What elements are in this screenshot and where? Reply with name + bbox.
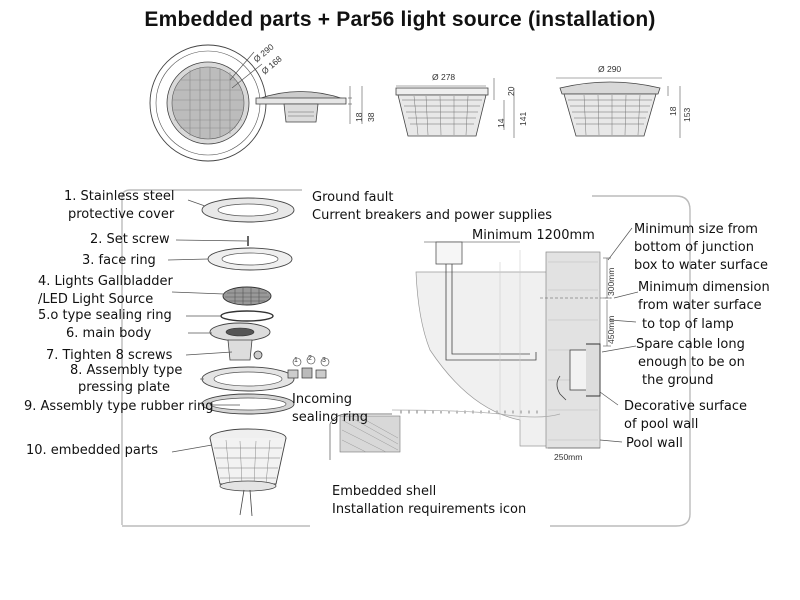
lamp-elevation-290 — [556, 77, 681, 138]
spare-cable-line2: enough to be on — [638, 355, 745, 370]
dim-side-18: 18 — [354, 112, 364, 122]
part-label-2: 2. Set screw — [90, 232, 170, 247]
decorative-surface-line2: of pool wall — [624, 417, 699, 432]
min-dim-line2: from water surface — [638, 298, 762, 313]
part-label-10: 10. embedded parts — [26, 443, 159, 458]
lamp-front-view — [149, 44, 267, 162]
part-label-1b: protective cover — [68, 207, 175, 222]
incoming-label: Incoming — [292, 392, 352, 407]
exploded-view — [201, 197, 330, 517]
part-label-4a: 4. Lights Gallbladder — [38, 274, 173, 289]
breakers-label: Current breakers and power supplies — [312, 208, 552, 223]
part-leader-lines — [167, 199, 248, 453]
part-label-5: 5.o type sealing ring — [38, 308, 172, 323]
part-label-4b: /LED Light Source — [38, 292, 154, 307]
min-dim-line1: Minimum dimension — [638, 280, 770, 295]
sealing-ring-label: sealing ring — [292, 410, 369, 425]
fitting-number-1: 1 — [294, 357, 298, 364]
part-label-8a: 8. Assembly type — [70, 363, 183, 378]
part-label-9: 9. Assembly type rubber ring — [24, 399, 214, 414]
dim-18-right: 18 — [668, 106, 678, 116]
spare-cable-line1: Spare cable long — [636, 337, 745, 352]
part-label-8b: pressing plate — [78, 380, 171, 395]
ground-fault-label: Ground fault — [312, 190, 394, 205]
pool-section — [329, 227, 639, 460]
min-dim-line3: to top of lamp — [642, 317, 734, 332]
diagram-title: Embedded parts + Par56 light source (ins… — [144, 8, 656, 31]
dim-20: 20 — [506, 86, 516, 96]
min-size-line1: Minimum size from — [634, 222, 758, 237]
cable-gland-fittings — [287, 355, 330, 379]
dim-141: 141 — [518, 111, 528, 126]
min-size-line3: box to water surface — [634, 258, 769, 273]
lamp-side-view — [255, 86, 363, 124]
installation-frame — [121, 189, 691, 527]
embedded-shell-label: Embedded shell — [332, 484, 437, 499]
minimum-1200-label: Minimum 1200mm — [472, 228, 595, 243]
dim-250mm: 250mm — [554, 452, 583, 462]
decorative-surface-line1: Decorative surface — [624, 399, 747, 414]
fitting-number-2: 2 — [308, 355, 312, 362]
dim-14: 14 — [496, 118, 506, 128]
part-label-3: 3. face ring — [82, 253, 156, 268]
part-label-1a: 1. Stainless steel — [64, 189, 175, 204]
dim-450mm: 450mm — [606, 315, 616, 344]
part-label-6: 6. main body — [66, 326, 152, 341]
installation-icon-label: Installation requirements icon — [332, 502, 527, 517]
min-size-line2: bottom of junction — [634, 240, 754, 255]
pool-wall-label: Pool wall — [626, 436, 683, 451]
dim-side-38: 38 — [366, 112, 376, 122]
fitting-number-3: 3 — [322, 357, 326, 364]
part-label-7: 7. Tighten 8 screws — [46, 348, 173, 363]
dim-153: 153 — [682, 107, 692, 122]
dim-300mm: 300mm — [606, 267, 616, 296]
dim-278: Ø 278 — [432, 72, 456, 82]
lamp-elevation-278 — [395, 78, 515, 138]
dim-290: Ø 290 — [598, 64, 622, 74]
spare-cable-line3: the ground — [642, 373, 714, 388]
